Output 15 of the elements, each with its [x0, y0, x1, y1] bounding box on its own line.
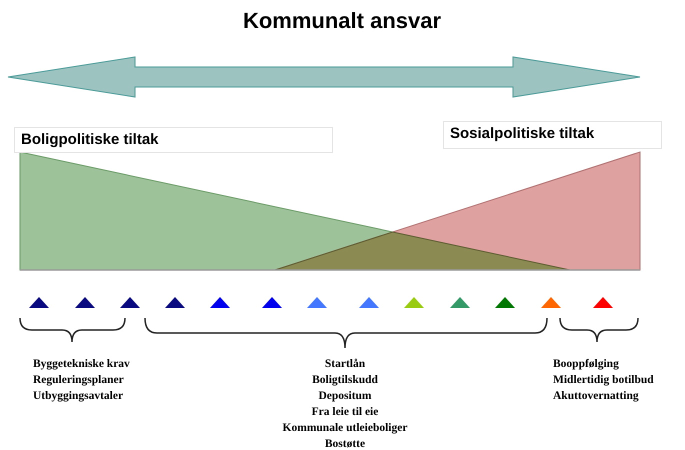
- title: Kommunalt ansvar: [242, 8, 442, 34]
- measure-text: Midlertidig botilbud: [553, 373, 654, 387]
- measure-text: Bostøtte: [324, 437, 366, 450]
- measure-text: Kommunale utleieboliger: [282, 421, 408, 435]
- measure-text: Reguleringsplaner: [33, 373, 124, 387]
- measure-text: Akuttovernatting: [553, 389, 639, 403]
- measure-text: Fra leie til eie: [312, 405, 378, 419]
- measure-text: Booppfølging: [553, 357, 619, 371]
- heading-box: Boligpolitiske tiltak: [14, 127, 333, 153]
- measure-text: Boligtilskudd: [312, 373, 378, 387]
- heading-box: Sosialpolitiske tiltak: [443, 121, 662, 149]
- measure-text: Startlån: [324, 357, 366, 371]
- measure-text: Byggetekniske krav: [33, 357, 130, 371]
- measure-text: Depositum: [318, 389, 372, 403]
- measure-text: Utbyggingsavtaler: [33, 389, 124, 403]
